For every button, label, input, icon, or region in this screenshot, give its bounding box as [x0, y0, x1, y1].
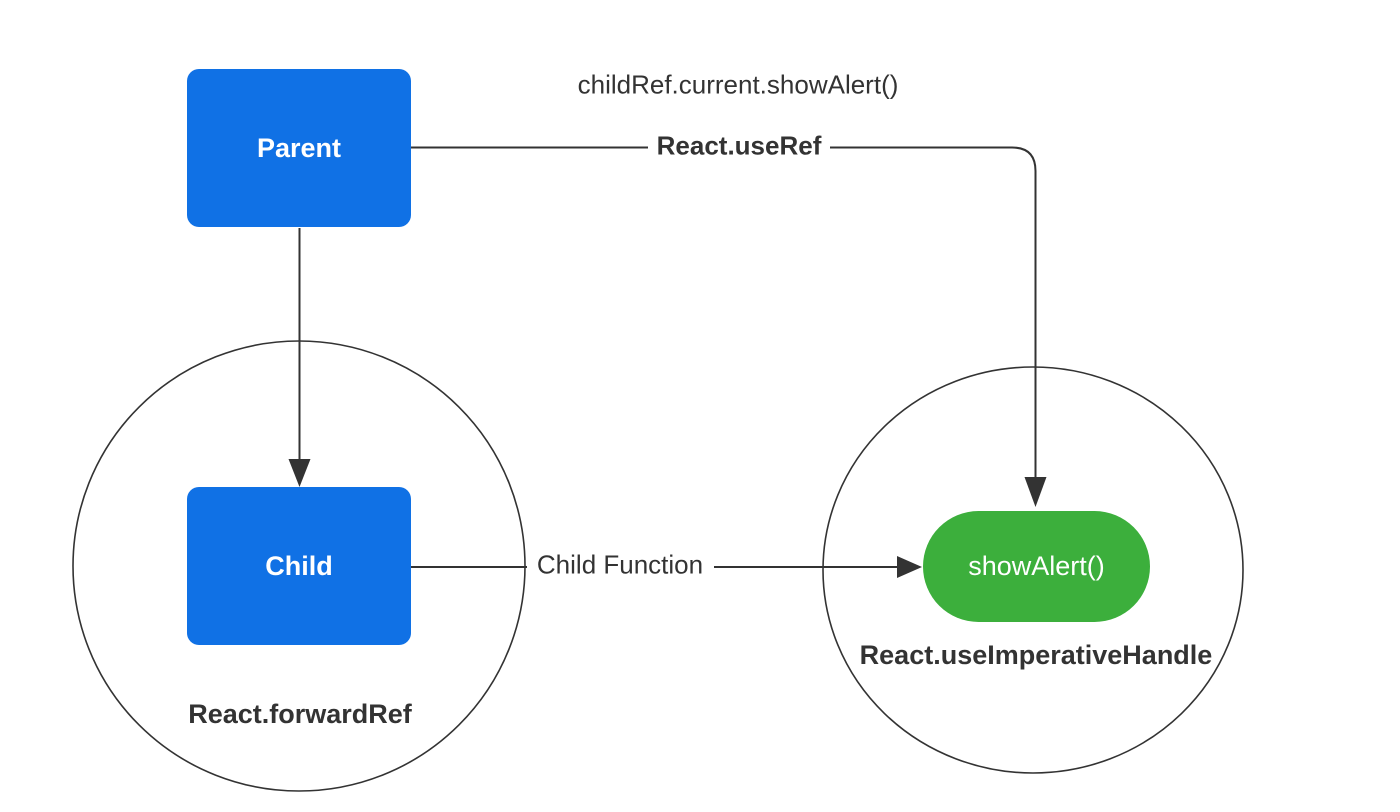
forward-ref-label: React.forwardRef	[188, 698, 412, 729]
use-imperative-handle-scope-circle	[822, 366, 1244, 774]
use-imperative-handle-label: React.useImperativeHandle	[859, 639, 1213, 670]
child-function-arrowhead	[897, 556, 922, 578]
childref-call-label: childRef.current.showAlert()	[577, 69, 899, 100]
child-node: Child	[187, 487, 411, 645]
show-alert-node: showAlert()	[923, 511, 1150, 622]
useref-arrowhead	[1024, 477, 1047, 507]
parent-node: Parent	[187, 69, 411, 227]
parent-to-child-arrowhead	[288, 459, 311, 487]
useref-label: React.useRef	[656, 130, 822, 161]
child-function-label: Child Function	[536, 549, 704, 580]
useref-connector-right	[830, 146, 1037, 479]
